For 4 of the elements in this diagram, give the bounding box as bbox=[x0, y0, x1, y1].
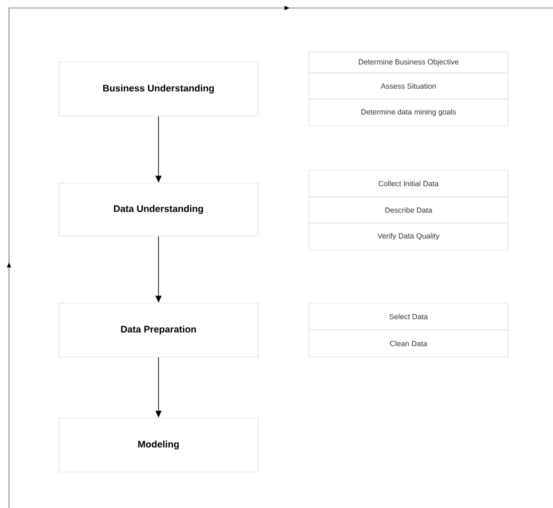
stage-box: Data Preparation bbox=[58, 302, 258, 358]
stage-box: Data Understanding bbox=[58, 182, 258, 236]
stage-box: Modeling bbox=[58, 418, 258, 472]
stage-box: Business Understanding bbox=[58, 62, 258, 116]
